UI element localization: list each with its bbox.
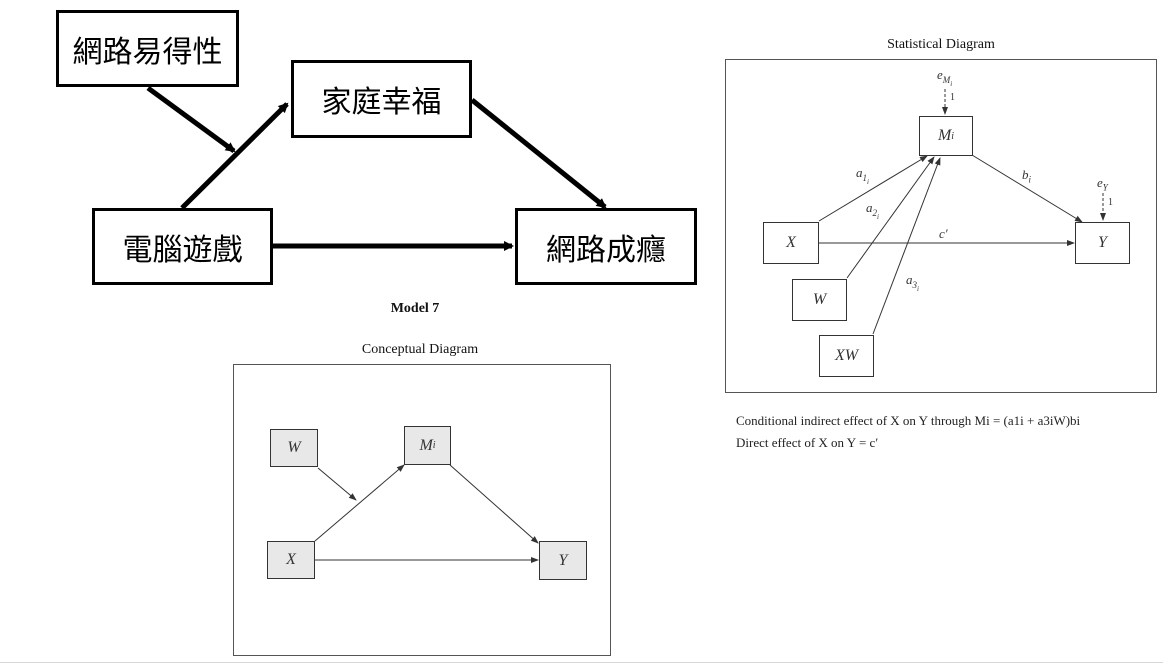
statistical-diagram-title: Statistical Diagram	[887, 37, 995, 52]
stat-label-b: bi	[1022, 167, 1032, 185]
stat-node-w: W	[792, 279, 847, 321]
conceptual-node-w: W	[270, 429, 318, 467]
stat-label-a3: a3i	[906, 272, 919, 293]
stat-label-one-m: 1	[950, 92, 955, 103]
stat-node-x: X	[763, 222, 819, 264]
node-family-happiness: 家庭幸福	[291, 60, 472, 138]
stat-arrow-x-to-m	[818, 155, 928, 222]
arrow-accessibility-to-path	[146, 85, 236, 154]
stat-label-em: eMi	[937, 67, 953, 88]
conceptual-diagram-title: Conceptual Diagram	[361, 342, 479, 357]
stat-label-a2: a2i	[866, 200, 879, 221]
stat-node-xw: XW	[819, 335, 874, 377]
node-internet-addiction: 網路成癮	[515, 208, 697, 285]
bottom-divider	[0, 662, 1163, 663]
node-computer-games: 電腦遊戲	[92, 208, 273, 285]
conceptual-diagram-frame	[233, 364, 611, 656]
stat-label-one-y: 1	[1108, 197, 1113, 208]
stat-arrow-m-to-y	[971, 154, 1083, 223]
stat-label-c: c′	[939, 226, 948, 241]
stat-node-y: Y	[1075, 222, 1130, 264]
arrow-family-to-addiction	[470, 98, 607, 209]
conceptual-node-y: Y	[539, 541, 587, 580]
node-network-accessibility: 網路易得性	[56, 10, 239, 87]
stat-label-ey: eY	[1097, 175, 1108, 193]
arrow-games-to-family	[180, 102, 289, 210]
model-title: Model 7	[390, 301, 440, 316]
stat-note-direct-effect: Direct effect of X on Y = c′	[736, 435, 879, 450]
stat-arrow-w-to-m	[846, 156, 935, 279]
stat-note-indirect-effect: Conditional indirect effect of X on Y th…	[736, 413, 1081, 428]
stat-arrow-xw-to-m	[872, 157, 941, 335]
conceptual-arrow-w-to-path	[317, 467, 357, 501]
conceptual-node-x: X	[267, 541, 315, 579]
conceptual-arrow-x-to-m	[314, 464, 405, 542]
stat-label-a1: a1i	[856, 165, 869, 186]
conceptual-arrow-m-to-y	[449, 464, 539, 544]
